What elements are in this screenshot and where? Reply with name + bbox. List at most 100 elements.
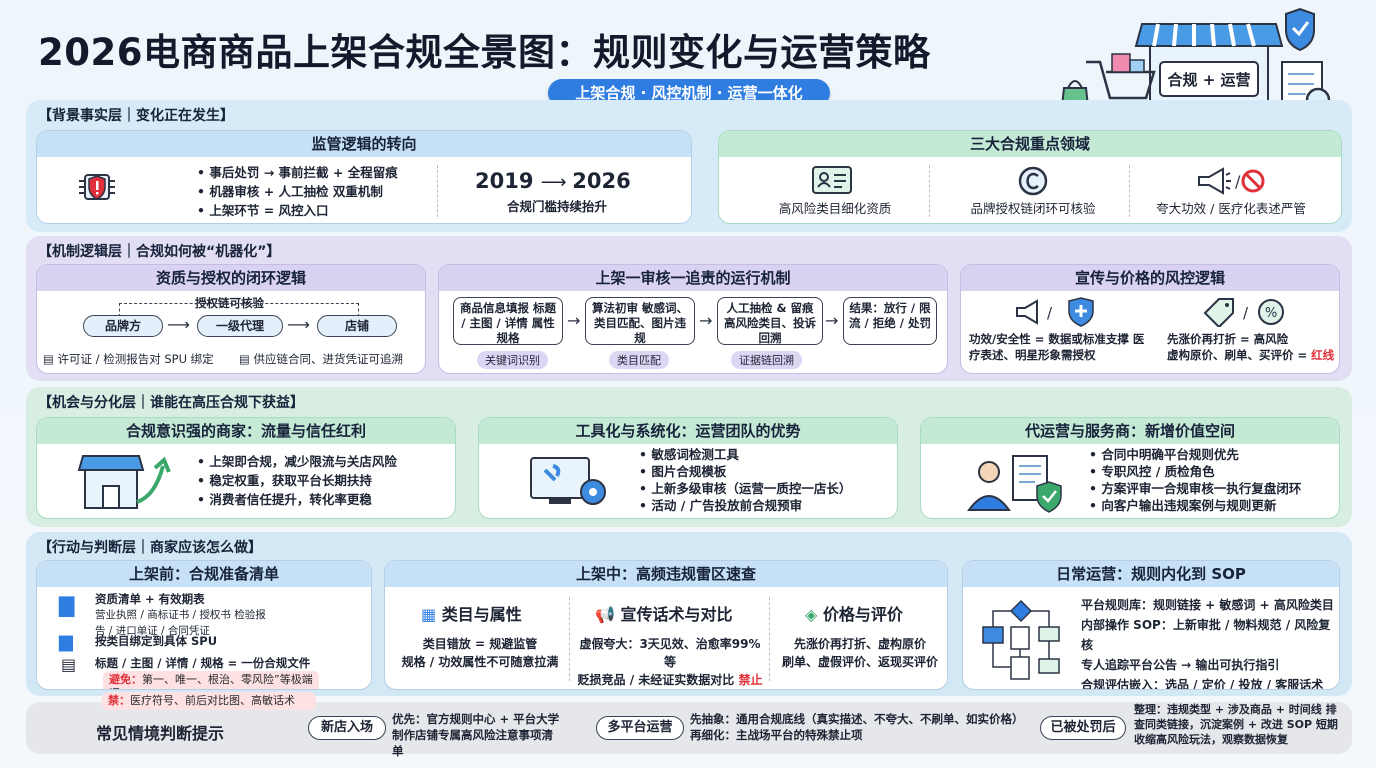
ban-text: 医疗符号、前后对比图、高敏话术: [130, 694, 295, 707]
card-before-listing: 上架前：合规准备清单 ▇ 资质清单 + 有效期表 营业执照 / 商标证书 / 授…: [36, 560, 372, 690]
col-title: ◈ 价格与评价: [805, 601, 903, 625]
megaphone-icon: 📢: [595, 605, 621, 624]
node-agent: 一级代理: [197, 315, 283, 337]
layer-background-facts: 【背景事实层｜变化正在发生】 监管逻辑的转向 事后处罚 → 事前拦截 + 全程留…: [26, 100, 1352, 232]
arrow-icon: →: [825, 311, 839, 330]
shift-bullet: 机器审核 + 人工抽检 双重机制: [197, 182, 398, 201]
col-line: 贬损竞品 / 未经证实数据对比: [577, 673, 739, 687]
divider: [769, 597, 770, 681]
avoid-warning: 避免：第一、唯一、根治、零风险”等极端词: [103, 671, 319, 689]
layer-scenario-tips: 禁：医疗符号、前后对比图、高敏话术 常见情境判断提示 新店入场 优先：官方规则中…: [26, 692, 1352, 758]
bullet: 专职风控 / 质检角色: [1089, 463, 1301, 480]
megaphone-ban-icon: /: [1198, 167, 1265, 195]
risk-right-a: 先涨价再打折 = 高风险: [1167, 332, 1289, 346]
layer-label: 【机制逻辑层｜合规如何被“机器化”】: [38, 244, 281, 260]
avoid-label: 避免：: [109, 673, 142, 686]
bullet: 向客户输出违规案例与规则更新: [1089, 497, 1301, 514]
divider: [569, 597, 570, 681]
bullet: 图片合规模板: [639, 463, 851, 480]
folder-link-icon: ▆: [59, 631, 73, 652]
bullet: 敏感词检测工具: [639, 446, 851, 463]
page-title: 2026电商商品上架合规全景图：规则变化与运营策略: [38, 31, 931, 74]
shift-bullet: 上架环节 = 风控入口: [197, 201, 398, 220]
red-line-text: 红线: [1311, 348, 1335, 362]
copyright-icon: [1018, 166, 1048, 196]
risk-right-b: 虚构原价、刷单、买评价 =: [1167, 348, 1312, 362]
year-to: 2026: [572, 169, 631, 193]
col-line: 规格 / 功效属性不可随意拉满: [401, 655, 559, 669]
bullet: 合同中明确平台规则优先: [1089, 446, 1301, 463]
layer-label: 【机会与分化层｜谁能在高压合规下获益】: [38, 395, 304, 411]
checklist-item: 资质清单 + 有效期表 营业执照 / 商标证书 / 授权书 检验报告 / 进口单…: [95, 591, 275, 639]
svg-text:/: /: [1047, 304, 1053, 322]
scene-text: 整理：违规类型 + 涉及商品 + 时间线 排查同类链接，沉淀案例 + 改进 SO…: [1134, 703, 1338, 746]
card-title: 监管逻辑的转向: [37, 131, 691, 157]
item-sub: 营业执照 / 商标证书 / 授权书 检验报告 / 进口单证 / 合同凭证: [95, 609, 266, 637]
grid-icon: ▦: [421, 605, 442, 624]
person-document-icon: [967, 455, 1062, 513]
threshold-caption: 合规门槛持续抬升: [507, 199, 608, 214]
card-compliance-areas: 三大合规重点领域 / 高风险类目细化资质 品牌授权链闭环可核验 夸大功效 / 医…: [718, 130, 1342, 224]
col-title: 📢 宣传话术与对比: [595, 601, 733, 625]
id-card-icon: [812, 166, 852, 194]
arrow-icon: ⟶: [287, 315, 310, 334]
closed-loop-note: ▤ 许可证 / 检测报告对 SPU 绑定: [43, 351, 214, 367]
bullet: 上架即合规，减少限流与关店风险: [197, 452, 397, 471]
col-lines: 先涨价再打折、虚构原价 刷单、虚假评价、返现买评价: [775, 635, 945, 671]
tips-label: 常见情境判断提示: [96, 724, 225, 743]
chip-warning-icon: [79, 174, 115, 200]
mechanism-chip: 类目匹配: [609, 351, 669, 369]
card-risk-logic: 宣传与价格的风控逻辑 / / % 功效/安全性 = 数据或标准支撑 医疗表述、明…: [960, 264, 1340, 374]
mechanism-chip: 关键词识别: [477, 351, 548, 369]
workflow-icon: [982, 599, 1060, 680]
svg-text:/: /: [1235, 172, 1241, 191]
layer-label: 【行动与判断层｜商家应该怎么做】: [38, 540, 262, 556]
area-item: 品牌授权链闭环可核验: [970, 201, 1096, 216]
bullet: 活动 / 广告投放前合规预审: [639, 497, 851, 514]
scene-tag-multi-platform: 多平台运营: [596, 716, 684, 740]
doc-icon: ▤: [43, 352, 58, 366]
card-title: 宣传与价格的风控逻辑: [961, 265, 1339, 291]
card-agency: 代运营与服务商：新增价值空间 合同中明确平台规则优先 专职风控 / 质检角色 方…: [920, 417, 1340, 519]
card-bullets: 敏感词检测工具 图片合规模板 上新多级审核（运营一质控一店长） 活动 / 广告投…: [639, 446, 851, 514]
daily-line: 内部操作 SOP：上新审批 / 物料规范 / 风险复核: [1081, 618, 1331, 652]
divider: [1129, 165, 1130, 217]
checklist-item: 标题 / 主图 / 详情 / 规格 = 一份合规文件: [95, 656, 311, 670]
area-item: 夸大功效 / 医疗化表述严管: [1156, 201, 1306, 216]
svg-text:%: %: [1265, 306, 1277, 321]
col-line: 先涨价再打折、虚构原价: [793, 637, 926, 651]
ban-warning: 禁：医疗符号、前后对比图、高敏话术: [102, 692, 316, 710]
step-box: 算法初审 敏感词、类目匹配、图片违规: [585, 297, 695, 345]
avoid-text: 第一、唯一、根治、零风险”等极端词: [109, 673, 313, 689]
arrow-icon: →: [699, 311, 713, 330]
card-tooling: 工具化与系统化：运营团队的优势 敏感词检测工具 图片合规模板 上新多级审核（运营…: [478, 417, 898, 519]
risk-left-text: 功效/安全性 = 数据或标准支撑 医疗表述、明星形象需授权: [969, 332, 1145, 362]
folder-icon: ▇: [59, 593, 75, 617]
hero-sign-text: 合规 + 运营: [1166, 71, 1250, 89]
col-line: 刷单、虚假评价、返现买评价: [781, 655, 938, 669]
note-text: 许可证 / 检测报告对 SPU 绑定: [57, 352, 214, 366]
layer-opportunity: 【机会与分化层｜谁能在高压合规下获益】 合规意识强的商家：流量与信任红利 上架即…: [26, 387, 1352, 527]
card-title: 上架前：合规准备清单: [37, 561, 371, 587]
card-regulatory-shift: 监管逻辑的转向 事后处罚 → 事前拦截 + 全程留痕 机器审核 + 人工抽检 双…: [36, 130, 692, 224]
mechanism-chip: 证据链回溯: [731, 351, 802, 369]
scene-text: 优先：官方规则中心 + 平台大学 制作店铺专属高风险注意事项清单: [392, 712, 560, 758]
scene-text: 先抽象：通用合规底线（真实描述、不夸大、不刷单、如实价格） 再细化：主战场平台的…: [690, 712, 1024, 742]
card-mechanism: 上架一审核一追责的运行机制 商品信息填报 标题 / 主图 / 详情 属性规格 →…: [438, 264, 948, 374]
card-daily-ops: 日常运营：规则内化到 SOP 平台规则库：规则链接 + 敏感词 + 高风险类目 …: [962, 560, 1340, 690]
divider: [437, 165, 438, 217]
arrow-icon: →: [567, 311, 581, 330]
card-title: 合规意识强的商家：流量与信任红利: [37, 418, 455, 444]
col-line: 类目错放 = 规避监管: [422, 637, 538, 651]
card-title: 工具化与系统化：运营团队的优势: [479, 418, 897, 444]
closed-loop-note: ▤ 供应链合同、进货凭证可追溯: [239, 351, 403, 367]
col-lines: 类目错放 = 规避监管 规格 / 功效属性不可随意拉满: [395, 635, 565, 671]
item-head: 资质清单 + 有效期表: [95, 592, 205, 606]
layer-action: 【行动与判断层｜商家应该怎么做】 上架前：合规准备清单 ▇ 资质清单 + 有效期…: [26, 532, 1352, 696]
col-title-text: 类目与属性: [441, 605, 522, 624]
card-closed-loop: 资质与授权的闭环逻辑 授权链可核验 品牌方 ⟶ 一级代理 ⟶ 店铺 ▤ 许可证 …: [36, 264, 426, 374]
card-compliant-merchant: 合规意识强的商家：流量与信任红利 上架即合规，减少限流与关店风险 稳定权重，获取…: [36, 417, 456, 519]
chain-bracket: [119, 303, 359, 317]
megaphone-shield-icon: /: [1016, 297, 1094, 327]
step-box: 商品信息填报 标题 / 主图 / 详情 属性规格: [453, 297, 563, 345]
